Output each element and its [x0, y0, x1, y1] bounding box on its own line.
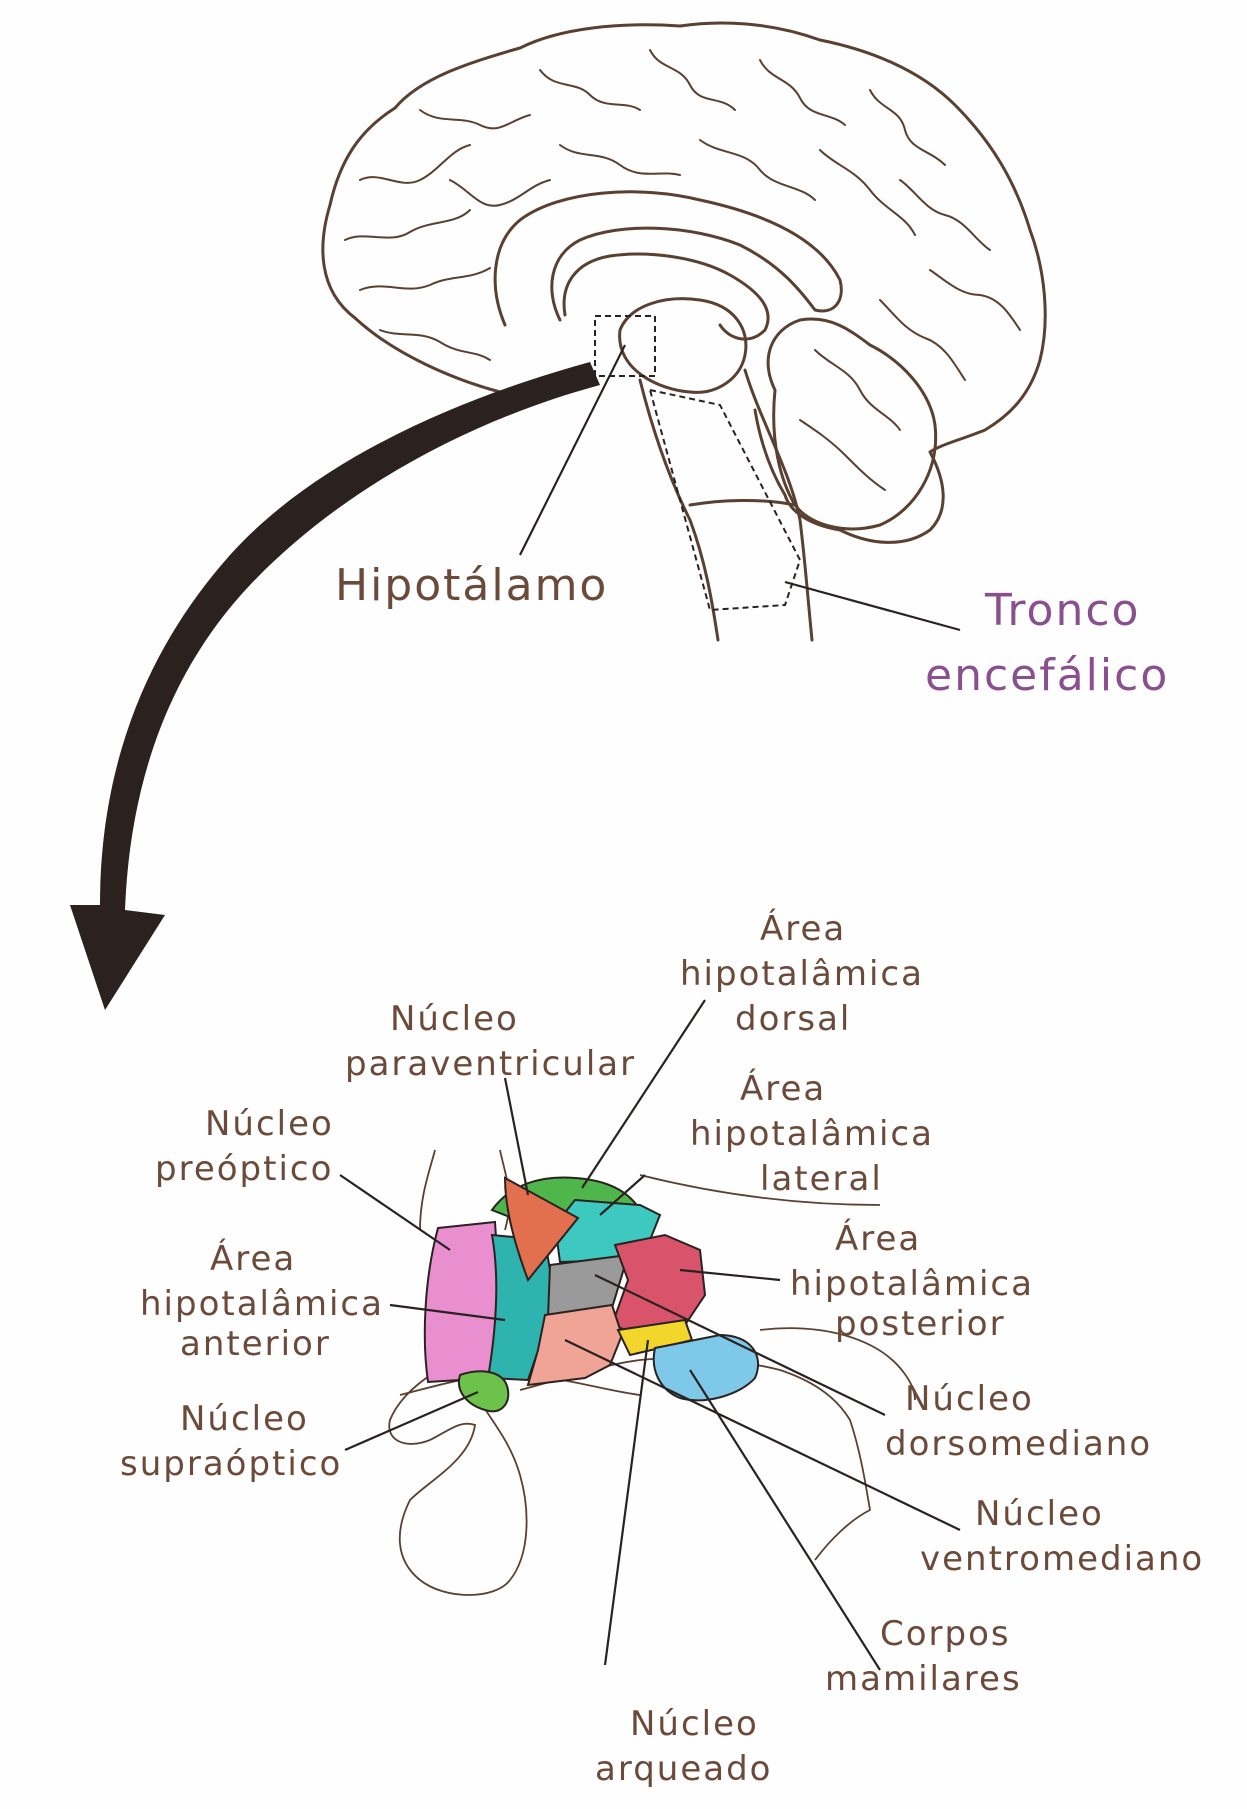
- label-lateral-line2: hipotalâmica: [690, 1114, 934, 1154]
- label-anterior-line1: Área: [210, 1238, 296, 1279]
- label-dorsomedial-line1: Núcleo: [905, 1379, 1034, 1419]
- thalamus: [620, 299, 746, 393]
- label-lateral-line1: Área: [740, 1068, 826, 1109]
- label-anterior-line2: hipotalâmica: [140, 1284, 384, 1324]
- brain-sagittal-section: [323, 23, 1045, 640]
- zoom-arrow: [70, 362, 600, 1010]
- region-preoptic: [425, 1222, 500, 1382]
- label-posterior-line2: hipotalâmica: [790, 1264, 1034, 1304]
- brainstem: [640, 370, 812, 640]
- label-dorsal-line1: Área: [760, 908, 846, 949]
- label-ventromedial-line2: ventromediano: [920, 1539, 1204, 1579]
- fornix: [564, 254, 768, 339]
- label-ventromedial-line1: Núcleo: [975, 1494, 1104, 1534]
- label-supraoptic-line2: supraóptico: [120, 1444, 342, 1484]
- label-anterior-line3: anterior: [180, 1324, 331, 1364]
- label-dorsal-line2: hipotalâmica: [680, 954, 924, 994]
- label-posterior-line1: Área: [835, 1218, 921, 1259]
- label-paraventricular-line2: paraventricular: [345, 1044, 636, 1084]
- label-posterior-line3: posterior: [835, 1304, 1006, 1344]
- label-arcuate-line1: Núcleo: [630, 1704, 759, 1744]
- third-ventricle-outline: [420, 1150, 509, 1230]
- label-dorsal-line3: dorsal: [735, 999, 851, 1039]
- label-brainstem-line2: encefálico: [925, 650, 1169, 701]
- label-dorsomedial-line2: dorsomediano: [885, 1424, 1152, 1464]
- label-lateral-line3: lateral: [760, 1159, 883, 1199]
- label-arcuate-line2: arqueado: [595, 1749, 772, 1789]
- region-supraoptic: [459, 1371, 508, 1411]
- label-preoptic-line1: Núcleo: [205, 1104, 334, 1144]
- label-brainstem-line1: Tronco: [984, 585, 1140, 636]
- brain-outline: [323, 23, 1045, 542]
- pons: [690, 500, 795, 505]
- label-supraoptic-line1: Núcleo: [180, 1399, 309, 1439]
- region-posterior-area: [612, 1235, 705, 1335]
- label-hypothalamus: Hipotálamo: [335, 560, 608, 611]
- label-mamillary-line2: mamilares: [825, 1659, 1022, 1699]
- corpus-callosum: [495, 192, 841, 325]
- label-mamillary-line1: Corpos: [880, 1614, 1011, 1654]
- label-paraventricular-line1: Núcleo: [390, 999, 519, 1039]
- label-preoptic-line2: preóptico: [155, 1149, 333, 1189]
